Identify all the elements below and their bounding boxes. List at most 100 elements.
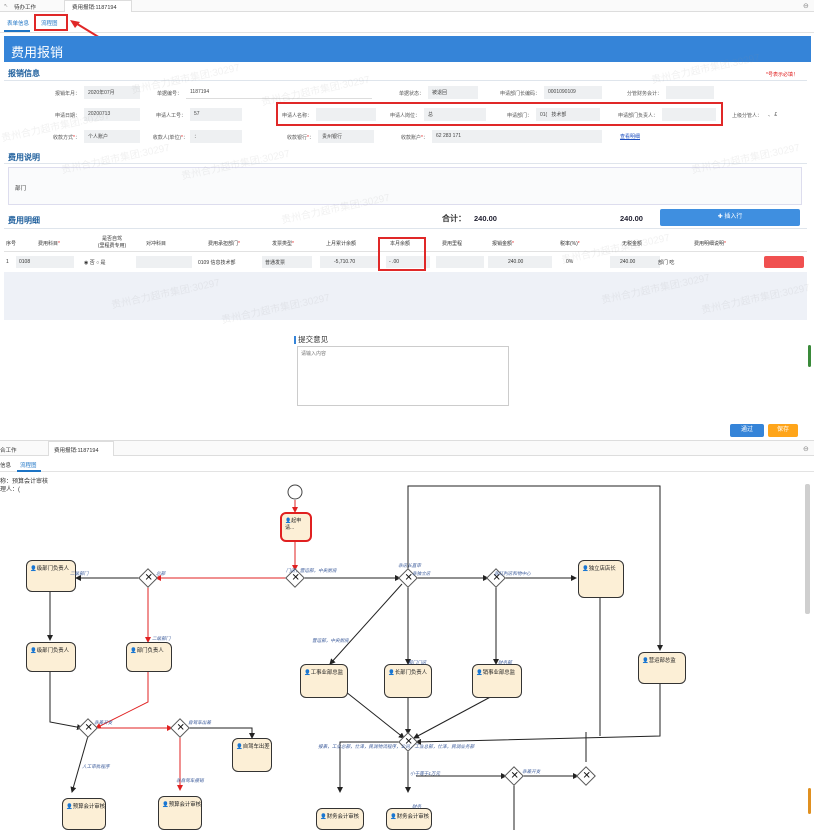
leader-label: 上级分管人： xyxy=(731,113,762,119)
flow-assignee: 理人：( xyxy=(0,487,20,493)
desc-field[interactable]: 部门 吃 xyxy=(658,260,675,266)
flow-sub-tab-bar: 信息 流程图 xyxy=(0,456,814,472)
status-field: 被退回 xyxy=(428,86,478,99)
th-bear-dept: 费用承担部门* xyxy=(208,241,240,247)
leader-field: 、 £ xyxy=(764,108,804,121)
highlight-box-flow-tab xyxy=(34,14,68,31)
node-dept-head-b[interactable]: 👤级部门负责人 xyxy=(26,642,76,672)
required-note: *号表示必填！ xyxy=(766,72,798,78)
subject-field[interactable]: 0108 xyxy=(16,256,74,268)
status-label: 单据状态： xyxy=(398,91,424,97)
date-label: 申请日期： xyxy=(54,113,80,119)
node-ops-director[interactable]: 👤营运部总监 xyxy=(638,652,686,684)
th-offset: 对冲科目 xyxy=(146,241,167,247)
payee-field[interactable]: ： xyxy=(190,130,242,143)
section-desc: 费用说明 xyxy=(8,153,40,162)
name-field xyxy=(316,108,376,121)
tax-field[interactable]: 0% xyxy=(566,259,574,265)
total-sum-2: 240.00 xyxy=(620,214,643,223)
table-row: 1 0108 ◉ 否 ○ 是 0109 信息技术部 普通发票 -5,710.70… xyxy=(4,254,807,270)
page-title: 费用报销 xyxy=(11,45,64,60)
node-biz-director[interactable]: 👤工事业部总监 xyxy=(300,664,348,698)
notax-field: 240.00 xyxy=(610,256,660,268)
node-dept-head-a[interactable]: 👤级部门负责人 xyxy=(26,560,76,592)
node-other-dept-head[interactable]: 👤长部门负责人 xyxy=(384,664,432,698)
node-budget-acct-2[interactable]: 👤预算会计审核 xyxy=(158,796,202,830)
account-field[interactable]: 62 283 171 xyxy=(432,130,602,143)
bear-dept-field[interactable]: 0109 信息技术部 xyxy=(198,260,236,266)
flow-tab-form[interactable]: 信息 xyxy=(0,463,12,469)
th-desc: 费用明细说明* xyxy=(694,241,726,247)
bank-field[interactable]: 贵州银行 xyxy=(318,130,374,143)
delete-row-button[interactable] xyxy=(764,256,804,268)
node-shop-manager[interactable]: 👤独立店店长 xyxy=(578,560,624,598)
dept-field: 01( 技术部 xyxy=(536,108,600,121)
invoice-field[interactable]: 普通发票 xyxy=(262,256,312,268)
dept-head-field xyxy=(662,108,716,121)
tab-pending[interactable]: 待办工作 xyxy=(14,5,37,11)
highlight-box-applicant xyxy=(276,102,723,126)
name-label: 申请人名称： xyxy=(281,113,312,119)
flow-tab-flow[interactable]: 流程图 xyxy=(20,463,37,469)
amount-field[interactable]: 240.00 xyxy=(488,256,552,268)
tab-doc[interactable]: 费用报销:1187194 xyxy=(72,5,117,11)
node-dept-head-c[interactable]: 👤部门负责人 xyxy=(126,642,172,672)
flow-node-name: 称：预算会计审核 xyxy=(0,479,49,485)
pass-button[interactable]: 通过 xyxy=(730,424,764,437)
save-button[interactable]: 保存 xyxy=(768,424,798,437)
node-fin-acct-1[interactable]: 👤财务会计审核 xyxy=(316,808,364,830)
node-self-drive-trip[interactable]: 👤自驾车出差 xyxy=(232,738,272,772)
th-self-drive: 是否自驾 (里程费专用) xyxy=(97,236,127,249)
post-field: 总 xyxy=(424,108,486,121)
insert-row-button[interactable]: ✚ 插入行 xyxy=(660,209,800,226)
flow-scroll-indicator[interactable] xyxy=(808,788,811,814)
th-tax: 税率(%)* xyxy=(560,241,580,247)
year-month-label: 报销年月： xyxy=(54,91,80,97)
account-label: 收款账户*： xyxy=(401,135,428,141)
month-balance-field: - .00 xyxy=(386,256,430,268)
table-header: 序号 费用科目* 是否自驾 (里程费专用) 对冲科目 费用承担部门* 发票类型*… xyxy=(4,232,807,252)
dept-head-label: 申请部门负责人： xyxy=(617,113,658,119)
flow-tab-doc[interactable]: 费用报销:1187194 xyxy=(54,448,99,454)
acct-label: 分管财务会计： xyxy=(626,91,662,97)
table-empty-area xyxy=(4,272,807,320)
th-amount: 报销金额* xyxy=(492,241,514,247)
dept-label: 申请部门： xyxy=(506,113,532,119)
flow-tab-pending[interactable]: 合工作 xyxy=(0,448,17,454)
node-budget-acct-1[interactable]: 👤预算会计审核 xyxy=(62,798,106,830)
doc-no-field: 1187194 xyxy=(186,86,372,99)
th-last-balance: 上月累计余额 xyxy=(326,241,357,247)
collapse-icon[interactable]: ⊖ xyxy=(803,3,809,10)
th-invoice: 发票类型* xyxy=(272,241,294,247)
date-field: 20200713 xyxy=(84,108,140,121)
self-drive-radio[interactable]: ◉ 否 ○ 是 xyxy=(84,260,106,266)
tab-flow[interactable]: 流程图 xyxy=(41,21,58,27)
emp-no-label: 申请人工号： xyxy=(155,113,186,119)
th-no: 序号 xyxy=(6,241,17,247)
emp-no-field: 57 xyxy=(190,108,242,121)
section-detail: 费用明细 xyxy=(8,216,40,225)
dept-no-label: 申请部门长编码： xyxy=(499,91,540,97)
opinion-textarea[interactable] xyxy=(297,346,509,406)
sub-tab-bar: 表单信息 流程图 xyxy=(0,12,814,33)
flow-diagram-edges xyxy=(47,484,663,830)
opinion-title: 提交意见 xyxy=(294,334,328,345)
highlight-box-month-balance xyxy=(378,237,426,271)
desc-textarea[interactable]: 部门 xyxy=(8,167,802,205)
th-notax: 无税金额 xyxy=(622,241,643,247)
page-banner: 费用报销 xyxy=(4,36,811,62)
node-fin-acct-2[interactable]: 👤财务会计审核 xyxy=(386,808,432,830)
pay-method-label: 收款方式*： xyxy=(53,135,80,141)
flow-scrollbar-thumb[interactable] xyxy=(805,484,810,614)
node-category-director[interactable]: 👤销事业部总监 xyxy=(472,664,522,698)
th-mileage: 费用里程 xyxy=(442,241,463,247)
flow-collapse-icon[interactable]: ⊖ xyxy=(803,446,809,453)
scrollbar-thumb-top[interactable] xyxy=(808,345,811,367)
total-label: 合计： xyxy=(442,214,466,223)
tab-form[interactable]: 表单信息 xyxy=(7,21,30,27)
pay-method-field[interactable]: 个人账户 xyxy=(84,130,140,143)
detail-link[interactable]: 查看明细 xyxy=(620,134,641,140)
node-start-apply[interactable]: 👤起申请... xyxy=(280,512,312,542)
last-balance-field: -5,710.70 xyxy=(320,256,380,268)
